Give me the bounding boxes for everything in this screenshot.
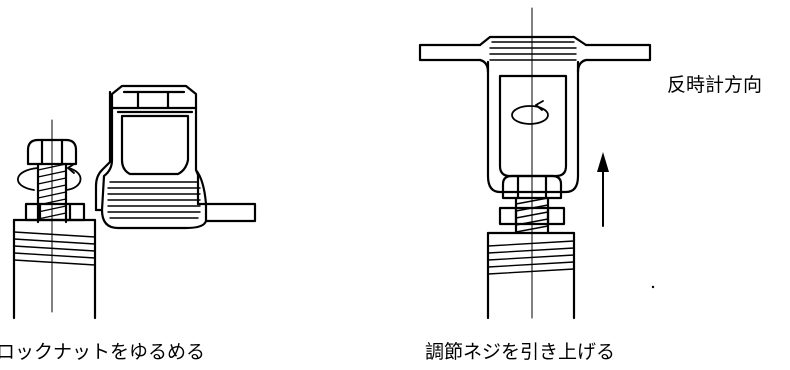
right-assembly-figure	[420, 8, 655, 318]
right-cylinder	[488, 233, 574, 318]
right-caption: 調節ネジを引き上げる	[425, 341, 616, 363]
right-lock-nut	[500, 208, 564, 224]
left-assembly-figure	[14, 86, 255, 318]
rotation-arrow-icon	[18, 164, 81, 190]
left-caption: ロックナットをゆるめる	[0, 341, 206, 363]
left-bolt-head	[28, 140, 76, 164]
left-lock-nut	[26, 204, 84, 220]
left-cap-nut	[102, 86, 206, 228]
left-cylinder	[14, 220, 95, 318]
upward-arrow-icon	[597, 152, 609, 226]
t-handle-nut	[420, 37, 650, 192]
counterclockwise-arrow-icon	[512, 101, 548, 124]
right-bolt-head	[503, 176, 561, 198]
rotation-direction-label: 反時計方向	[667, 74, 763, 96]
speck-mark	[651, 285, 655, 289]
